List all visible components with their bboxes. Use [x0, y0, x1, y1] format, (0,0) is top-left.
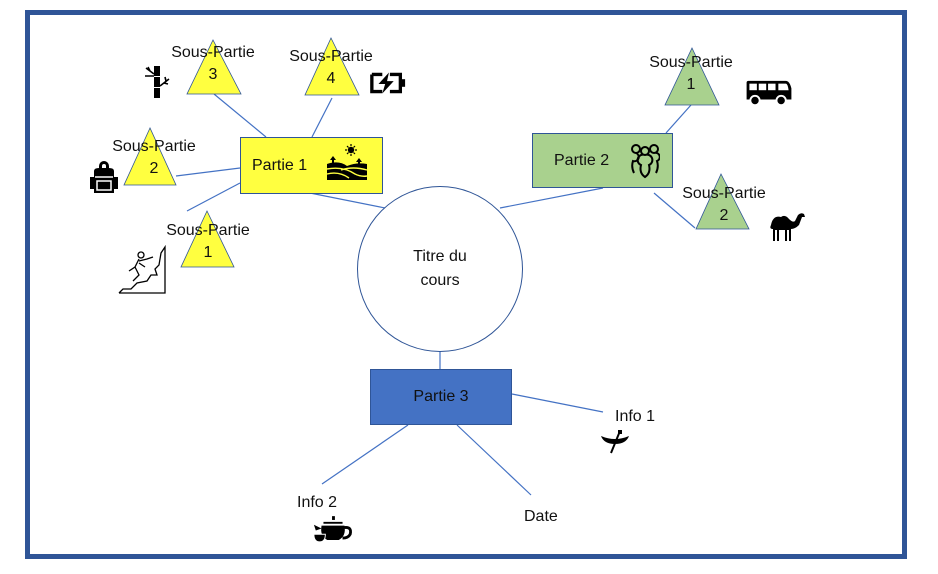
p2-sp2-title: Sous-Partie	[682, 185, 766, 202]
bamboo-icon	[145, 66, 170, 98]
partie1-node[interactable]: Partie 1	[240, 137, 383, 194]
date-label[interactable]: Date	[524, 508, 558, 525]
diagram-frame	[25, 10, 907, 559]
p2-sp1-label[interactable]: Sous-Partie 1	[641, 54, 741, 94]
backpack-icon	[90, 161, 118, 193]
connector-partie3-info1	[511, 393, 604, 413]
partie2-node[interactable]: Partie 2	[532, 133, 673, 188]
p1-sp2-number: 2	[149, 160, 159, 177]
triangle-p1-sp4	[304, 37, 360, 96]
p1-sp1-label[interactable]: Sous-Partie 1	[158, 222, 258, 262]
p1-sp4-number: 4	[326, 70, 336, 87]
p1-sp1-number: 1	[203, 244, 213, 261]
connector-partie2-sp2	[653, 192, 696, 229]
farm-field-icon	[326, 144, 368, 180]
triangle-p1-sp3	[186, 39, 242, 95]
triangle-p2-sp2	[695, 173, 750, 230]
connector-partie3-info2	[321, 424, 409, 485]
rock-climbing-icon	[118, 245, 166, 294]
connector-center-partie1	[309, 192, 386, 209]
p1-sp3-title: Sous-Partie	[171, 44, 255, 61]
battery-charging-icon	[370, 72, 406, 94]
p1-sp3-number: 3	[208, 66, 218, 83]
partie3-node[interactable]: Partie 3	[370, 369, 512, 425]
connector-partie1-sp1	[186, 182, 241, 212]
teapot-icon	[313, 516, 352, 543]
partie2-label: Partie 2	[554, 151, 610, 169]
bowling-pins-icon	[631, 144, 660, 179]
p2-sp1-number: 1	[686, 76, 696, 93]
course-title-node[interactable]: Titre du cours	[357, 186, 523, 352]
p1-sp4-title: Sous-Partie	[289, 48, 373, 65]
p1-sp2-title: Sous-Partie	[112, 138, 196, 155]
bus-icon	[746, 80, 792, 107]
triangle-p1-sp1	[180, 210, 235, 268]
connector-partie3-date	[456, 424, 532, 496]
partie1-label: Partie 1	[252, 156, 308, 174]
connector-center-partie2	[499, 187, 604, 209]
partie3-label: Partie 3	[413, 388, 469, 405]
p1-sp1-title: Sous-Partie	[166, 222, 250, 239]
triangle-p2-sp1	[664, 47, 720, 106]
p1-sp4-label[interactable]: Sous-Partie 4	[281, 48, 381, 88]
info2-label[interactable]: Info 2	[297, 494, 338, 511]
course-title-line1: Titre du	[413, 248, 467, 265]
camel-icon	[770, 213, 805, 241]
p2-sp2-number: 2	[719, 207, 729, 224]
connector-partie1-sp4	[311, 97, 333, 138]
triangle-p1-sp2	[123, 127, 177, 186]
info1-label[interactable]: Info 1	[615, 408, 656, 425]
course-title-line2: cours	[420, 272, 460, 289]
p1-sp2-label[interactable]: Sous-Partie 2	[104, 138, 204, 178]
p1-sp3-label[interactable]: Sous-Partie 3	[163, 44, 263, 84]
connector-partie2-sp1	[665, 104, 692, 134]
canoe-icon	[601, 430, 629, 454]
p2-sp1-title: Sous-Partie	[649, 54, 733, 71]
p2-sp2-label[interactable]: Sous-Partie 2	[674, 185, 774, 225]
connector-partie1-sp3	[213, 93, 267, 138]
connector-partie1-sp2	[175, 167, 241, 177]
